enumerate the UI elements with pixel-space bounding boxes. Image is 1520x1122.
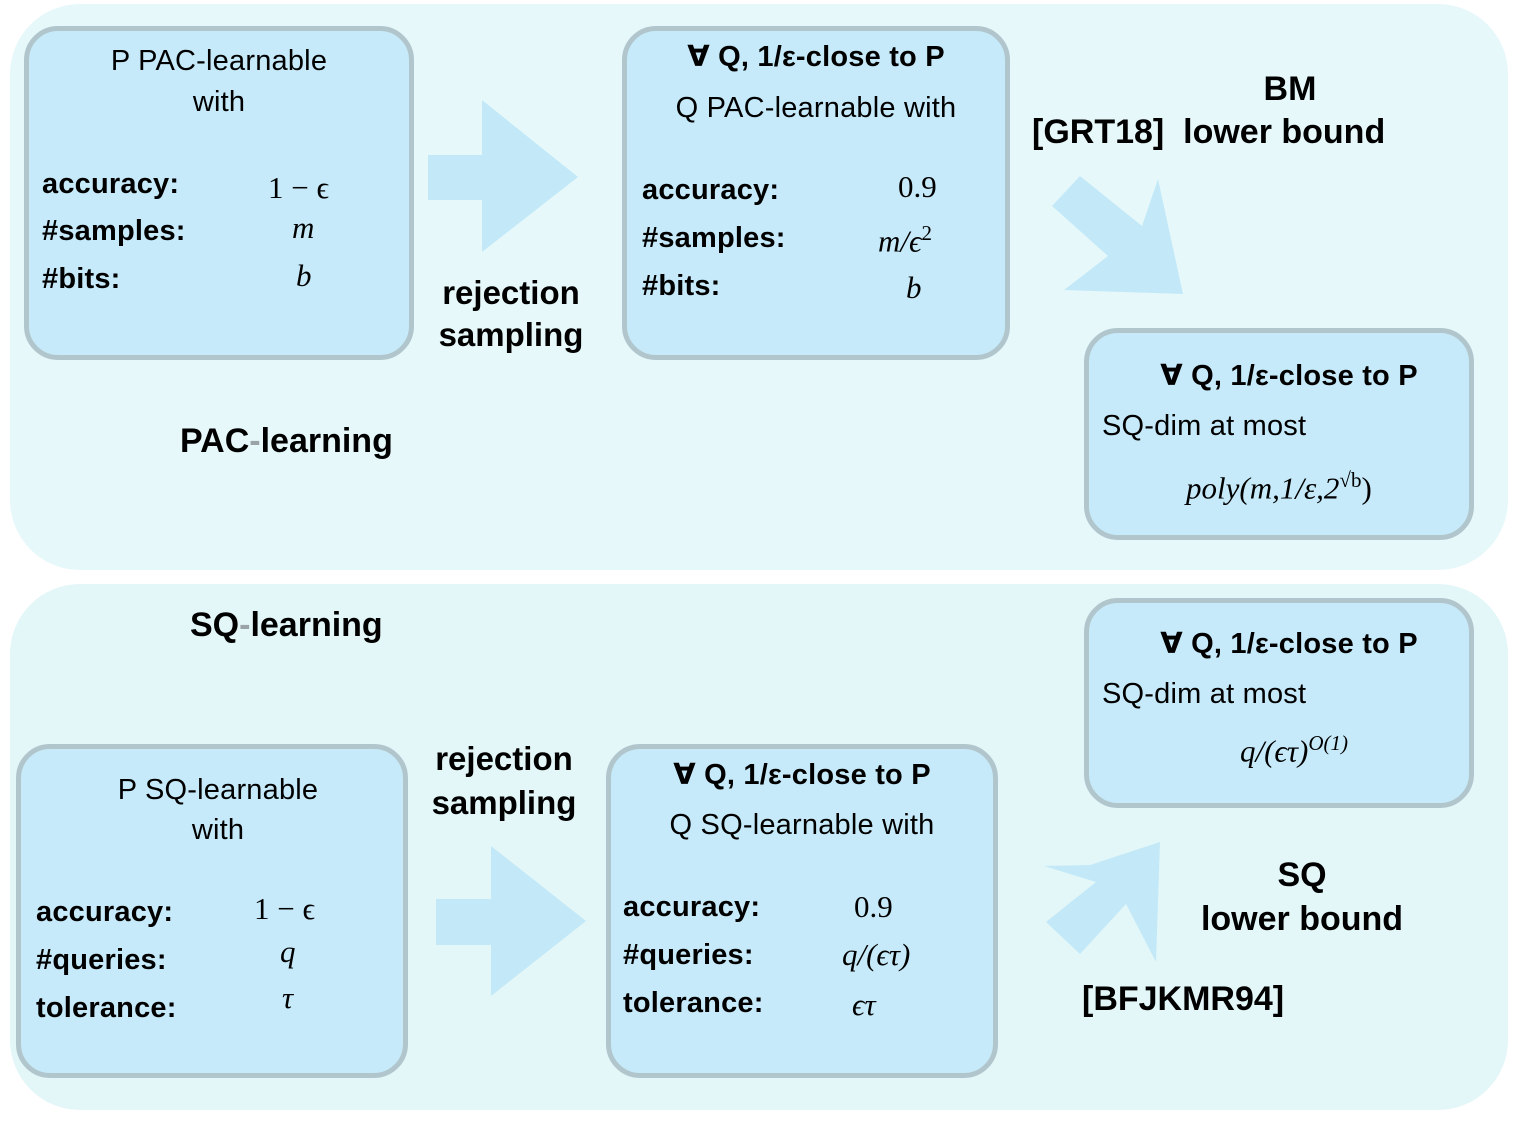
sq-start-accuracy-value: 1 − ϵ	[254, 891, 316, 926]
pac-result-title-line1: ∀ Q, 1/ε-close to P	[1160, 360, 1418, 392]
rejection-sampling-arrow-pac	[428, 100, 578, 252]
grt18-lower-bound-label: [GRT18] lower bound	[1032, 113, 1386, 151]
bfjkmr94-citation: [BFJKMR94]	[1082, 980, 1285, 1018]
pac-start-box	[24, 26, 414, 360]
sq-start-tolerance-label: tolerance:	[36, 992, 177, 1024]
pac-start-title-line1: P PAC-learnable	[110, 45, 328, 77]
pac-learning-title-suffix: learning	[260, 422, 393, 460]
sq-result-formula-main: q/(ϵτ)	[1240, 733, 1309, 769]
pac-close-title-line1-text: ∀ Q, 1/ε-close to P	[687, 41, 945, 73]
sq-reduction-label-line1: rejection	[435, 740, 573, 777]
rejection-sampling-arrow-sq	[436, 846, 586, 996]
sq-start-accuracy-label: accuracy:	[36, 896, 174, 928]
sq-learning-title-prefix: SQ	[190, 606, 240, 644]
sq-close-accuracy-label: accuracy:	[623, 891, 761, 923]
sq-lower-bound-arrow	[1044, 842, 1160, 962]
sq-close-accuracy-value: 0.9	[854, 889, 893, 924]
sq-start-box	[16, 744, 408, 1078]
pac-result-box	[1084, 328, 1474, 540]
pac-result-title-line2: SQ-dim at most	[1102, 410, 1307, 442]
pac-close-accuracy-value: 0.9	[898, 169, 937, 204]
sq-bound-label-line1: SQ	[1277, 856, 1327, 894]
pac-result-formula-main: poly(m,1/ε,2	[1186, 470, 1340, 506]
sq-result-formula-sup: O(1)	[1308, 731, 1348, 755]
pac-close-samples-label: #samples:	[642, 222, 786, 254]
pac-close-title-line1: ∀ Q, 1/ε-close to P	[622, 43, 1010, 72]
pac-close-samples-value: m/ϵ2	[878, 221, 933, 259]
pac-learning-title: PAC-learning	[180, 424, 393, 458]
pac-start-accuracy-value: 1 − ϵ	[268, 170, 330, 205]
bm-lower-bound-arrow	[1052, 176, 1183, 294]
pac-close-bits-value: b	[906, 270, 922, 305]
pac-reduction-label-line1: rejection	[442, 274, 580, 311]
pac-close-title-line2: Q PAC-learnable with	[675, 92, 957, 124]
sq-close-box	[606, 744, 998, 1078]
pac-start-bits-value: b	[296, 258, 312, 293]
sq-result-box	[1084, 598, 1474, 808]
pac-learning-title-prefix: PAC	[180, 422, 250, 460]
pac-start-title-line2: with	[192, 86, 246, 118]
sq-close-title-line2: Q SQ-learnable with	[669, 809, 935, 841]
pac-learning-title-dash: -	[249, 422, 261, 460]
pac-close-box	[622, 26, 1010, 360]
sq-close-queries-value: q/(ϵτ)	[842, 937, 911, 972]
sq-bound-label-line2: lower bound	[1200, 900, 1404, 938]
sq-close-title-line1: ∀ Q, 1/ε-close to P	[673, 759, 931, 791]
pac-result-formula-end: )	[1361, 470, 1372, 506]
sq-learning-title-dash: -	[239, 606, 251, 644]
sq-result-formula: q/(ϵτ)O(1)	[1240, 731, 1348, 769]
pac-close-accuracy-label: accuracy:	[642, 174, 780, 206]
sq-close-tolerance-value: ϵτ	[852, 987, 876, 1022]
pac-result-formula-sup: √b	[1339, 468, 1362, 492]
pac-close-samples-main: m/ϵ	[878, 223, 922, 259]
sq-close-queries-label: #queries:	[623, 939, 754, 971]
pac-start-bits-label: #bits:	[42, 263, 121, 295]
sq-start-title-line1: P SQ-learnable	[117, 774, 319, 806]
sq-start-title-line2: with	[191, 814, 245, 846]
bm-label: BM	[1263, 70, 1317, 108]
pac-start-accuracy-label: accuracy:	[42, 168, 180, 200]
pac-close-bits-label: #bits:	[642, 270, 721, 302]
pac-close-samples-sup: 2	[921, 221, 933, 245]
pac-result-formula: poly(m,1/ε,2√b)	[1186, 468, 1372, 506]
pac-start-samples-label: #samples:	[42, 215, 186, 247]
sq-start-tolerance-value: τ	[282, 980, 294, 1015]
sq-start-queries-value: q	[280, 934, 296, 969]
pac-reduction-label-line2: sampling	[438, 316, 584, 353]
sq-learning-title: SQ-learning	[190, 608, 383, 642]
pac-start-samples-value: m	[292, 210, 315, 245]
sq-close-tolerance-label: tolerance:	[623, 987, 764, 1019]
sq-result-title-line2: SQ-dim at most	[1102, 678, 1307, 710]
sq-start-queries-label: #queries:	[36, 944, 167, 976]
sq-learning-title-suffix: learning	[250, 606, 383, 644]
sq-reduction-label-line2: sampling	[431, 784, 577, 821]
sq-result-title-line1: ∀ Q, 1/ε-close to P	[1160, 628, 1418, 660]
